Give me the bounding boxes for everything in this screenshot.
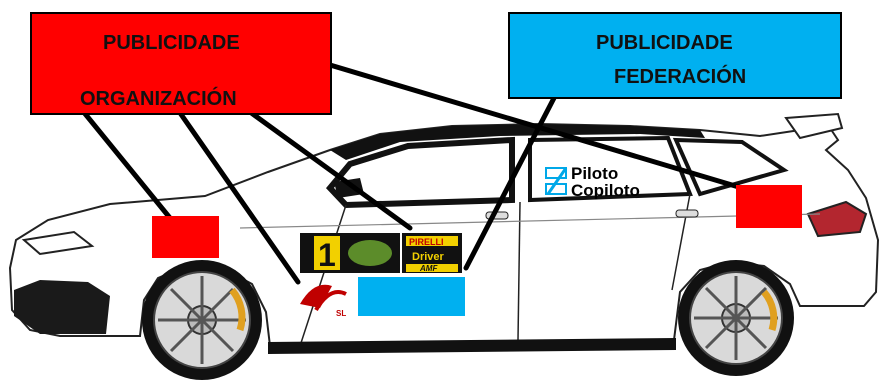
door-handle-rear: [676, 210, 698, 217]
organization-patch-rear: [736, 185, 802, 228]
federation-patch-door: [358, 277, 465, 316]
sponsor-driver: Driver: [412, 251, 445, 263]
organization-label-line1: PUBLICIDADE: [103, 32, 240, 55]
door-number-panel: 1 PIRELLI Driver AMF: [300, 233, 462, 273]
front-bumper-black: [14, 280, 110, 334]
sponsor-pirelli: PIRELLI: [409, 237, 444, 247]
federation-label-line1: PUBLICIDADE: [596, 32, 733, 55]
sponsor-amf: AMF: [419, 264, 438, 273]
federation-label-line2: FEDERACIÓN: [614, 66, 746, 89]
crew-copiloto-label: Copiloto: [571, 182, 640, 200]
sponsor-sl: SL: [336, 309, 346, 318]
front-wheel: [142, 260, 262, 380]
organization-patch-front: [152, 216, 219, 258]
organization-label-line2: ORGANIZACIÓN: [80, 88, 237, 111]
door-number: 1: [318, 237, 336, 273]
rear-wheel: [678, 260, 794, 376]
rally-logo: [348, 240, 392, 266]
